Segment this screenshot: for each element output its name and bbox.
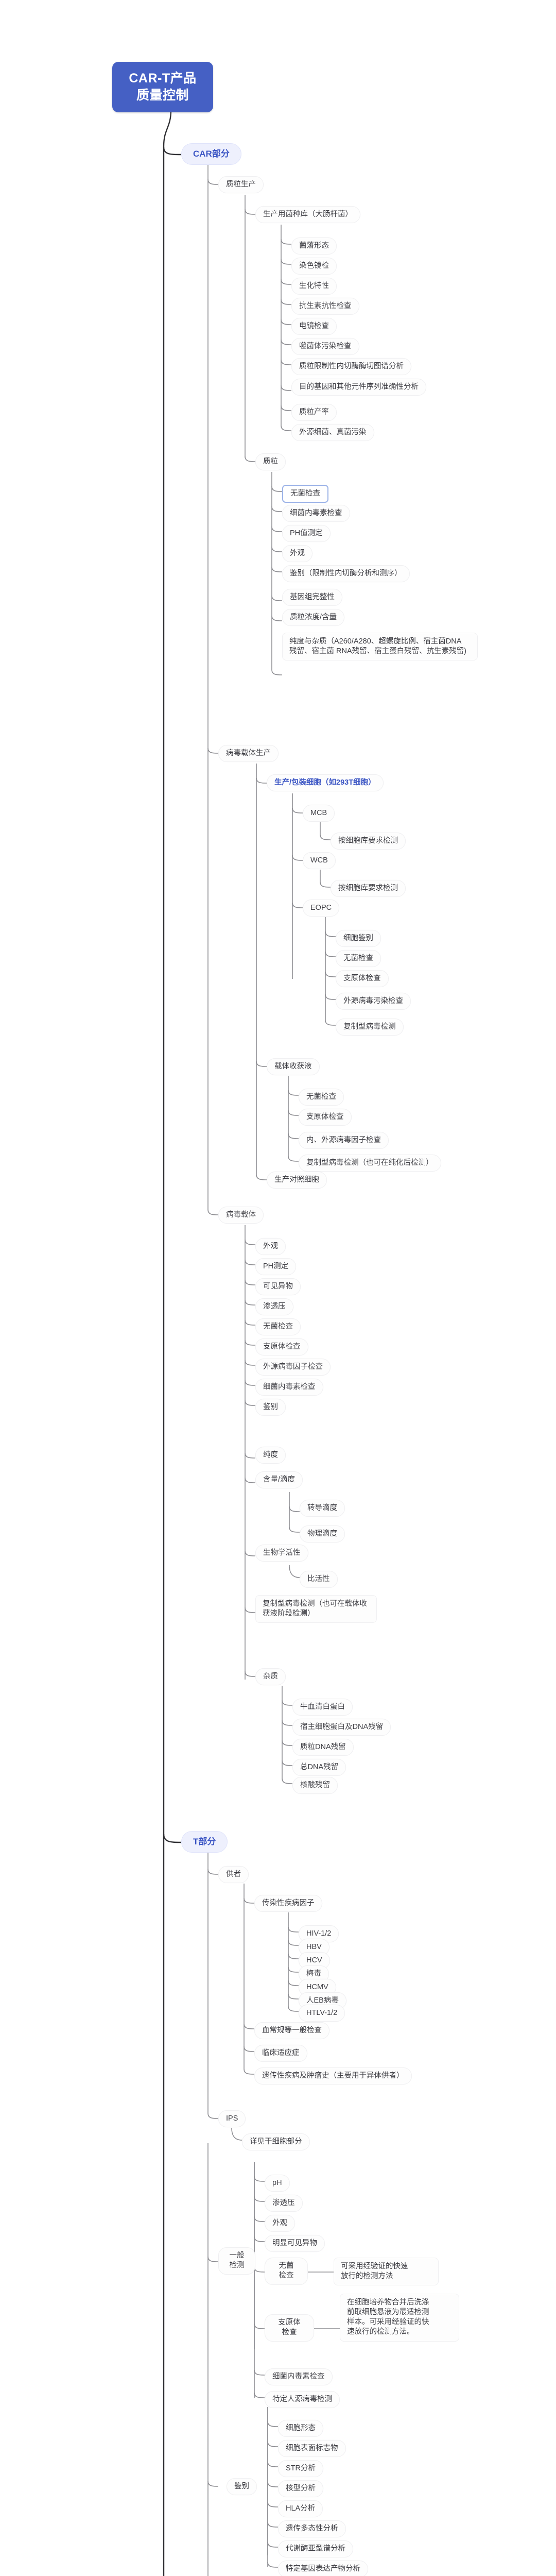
list-item[interactable]: 噬菌体污染检查 xyxy=(291,338,359,355)
node-vector-production[interactable]: 病毒载体生产 xyxy=(218,745,279,762)
list-item[interactable]: 抗生素抗性检查 xyxy=(291,298,359,315)
node-sterility-test[interactable]: 无菌 检查 xyxy=(265,2258,308,2285)
list-item[interactable]: 总DNA残留 xyxy=(292,1759,346,1776)
list-item[interactable]: 质粒限制性内切酶酶切图谱分析 xyxy=(291,358,411,376)
list-item[interactable]: 按细胞库要求检测 xyxy=(331,880,406,897)
list-item[interactable]: 质粒产率 xyxy=(291,404,337,421)
list-item[interactable]: PH值测定 xyxy=(282,525,331,543)
list-item[interactable]: STR分析 xyxy=(278,2460,323,2478)
node-identification[interactable]: 鉴别 xyxy=(227,2478,257,2496)
list-item[interactable]: 按细胞库要求检测 xyxy=(331,833,406,850)
list-item[interactable]: HLA分析 xyxy=(278,2500,323,2518)
list-item[interactable]: 无菌检查 xyxy=(336,950,381,968)
list-item[interactable]: 外观 xyxy=(282,545,312,563)
list-item[interactable]: 支原体检查 xyxy=(255,1338,308,1356)
node-mcb[interactable]: MCB xyxy=(303,805,335,822)
node-viral-vector[interactable]: 病毒载体 xyxy=(218,1207,264,1224)
list-item[interactable]: PH测定 xyxy=(255,1258,297,1276)
list-item[interactable]: 转导滴度 xyxy=(300,1500,345,1517)
list-item[interactable]: 质粒DNA残留 xyxy=(292,1739,354,1756)
list-item[interactable]: 复制型病毒检测 xyxy=(336,1019,404,1036)
list-item[interactable]: 电镜检查 xyxy=(291,318,337,335)
node-ips[interactable]: IPS xyxy=(218,2110,246,2128)
list-item[interactable]: 特定人源病毒检测 xyxy=(265,2391,340,2409)
list-item[interactable]: 外观 xyxy=(255,1238,286,1256)
list-item[interactable]: 细菌内毒素检查 xyxy=(255,1379,323,1396)
list-item[interactable]: 目的基因和其他元件序列准确性分析 xyxy=(291,379,426,396)
node-vector-impurity[interactable]: 杂质 xyxy=(255,1668,286,1686)
list-item[interactable]: 支原体检查 xyxy=(299,1109,352,1126)
list-item[interactable]: 染色镜检 xyxy=(291,258,337,275)
list-item[interactable]: 外源病毒因子检查 xyxy=(255,1359,331,1376)
list-item[interactable]: pH xyxy=(265,2175,290,2192)
list-item[interactable]: 详见干细胞部分 xyxy=(242,2133,310,2151)
list-item[interactable]: 内、外源病毒因子检查 xyxy=(299,1132,389,1149)
node-mycoplasma-test[interactable]: 支原体 检查 xyxy=(265,2314,314,2342)
list-item[interactable]: 细菌内毒素检查 xyxy=(265,2368,333,2386)
list-item[interactable]: 遗传性疾病及肿瘤史（主要用于异体供者） xyxy=(254,2067,412,2085)
list-item[interactable]: 渗透压 xyxy=(265,2195,303,2212)
node-general-test[interactable]: 一般 检测 xyxy=(218,2247,255,2275)
list-item[interactable]: 基因组完整性 xyxy=(282,589,342,606)
branch-t-part[interactable]: T部分 xyxy=(181,1831,228,1853)
node-packaging-cell[interactable]: 生产/包装细胞（如293T细胞） xyxy=(267,774,384,792)
list-item[interactable]: 牛血清白蛋白 xyxy=(292,1699,353,1716)
node-bioactivity[interactable]: 生物学活性 xyxy=(255,1545,308,1562)
list-item[interactable]: 核酸残留 xyxy=(292,1777,338,1794)
node-wcb[interactable]: WCB xyxy=(303,852,336,870)
list-item[interactable]: 临床适应症 xyxy=(254,2045,307,2062)
list-item[interactable]: 代谢酶亚型谱分析 xyxy=(278,2540,353,2558)
list-item[interactable]: 生化特性 xyxy=(291,278,337,295)
node-plasmid[interactable]: 质粒 xyxy=(255,453,286,471)
list-item-selected[interactable]: 无菌检查 xyxy=(282,485,328,503)
list-item[interactable]: 支原体检查 xyxy=(336,970,389,988)
node-harvest[interactable]: 载体收获液 xyxy=(267,1058,320,1076)
list-item[interactable]: 特定基因表达产物分析 xyxy=(278,2561,368,2576)
list-item[interactable]: 鉴别 xyxy=(255,1399,286,1416)
list-item[interactable]: 外源细菌、真菌污染 xyxy=(291,424,374,442)
node-control-cell[interactable]: 生产对照细胞 xyxy=(267,1172,327,1189)
node-titer[interactable]: 含量/滴度 xyxy=(255,1471,303,1489)
list-item[interactable]: 菌落形态 xyxy=(291,238,337,255)
list-item[interactable]: 细胞形态 xyxy=(278,2420,323,2437)
note-sterility: 可采用经验证的快速 放行的检测方法 xyxy=(334,2258,439,2286)
list-item[interactable]: 纯度与杂质（A260/A280、超螺旋比例、宿主菌DNA 残留、宿主菌 RNA残… xyxy=(282,633,478,661)
list-item[interactable]: 渗透压 xyxy=(255,1298,293,1316)
list-item[interactable]: 可见异物 xyxy=(255,1278,301,1296)
list-item[interactable]: 鉴别（限制性内切酶分析和测序） xyxy=(282,565,410,583)
branch-car-part[interactable]: CAR部分 xyxy=(181,143,241,165)
list-item[interactable]: 细菌内毒素检查 xyxy=(282,505,350,522)
node-rcr-vector[interactable]: 复制型病毒检测（也可在载体收获液阶段检测） xyxy=(255,1595,377,1623)
node-strain-bank[interactable]: 生产用菌种库（大肠杆菌） xyxy=(255,206,360,224)
list-item[interactable]: 血常规等一般检查 xyxy=(254,2022,329,2040)
list-item[interactable]: 质粒浓度/含量 xyxy=(282,609,345,626)
list-item[interactable]: 物理滴度 xyxy=(300,1526,345,1543)
note-mycoplasma: 在细胞培养物合并后洗涤 前取细胞悬液为最适检测 样本。可采用经验证的快 速放行的… xyxy=(340,2294,459,2342)
list-item[interactable]: 比活性 xyxy=(300,1571,338,1588)
list-item[interactable]: 复制型病毒检测（也可在纯化后检测） xyxy=(299,1155,441,1172)
list-item[interactable]: 外源病毒污染检查 xyxy=(336,993,411,1010)
list-item[interactable]: 外观 xyxy=(265,2215,295,2232)
list-item[interactable]: 明显可见异物 xyxy=(265,2235,325,2252)
node-plasmid-production[interactable]: 质粒生产 xyxy=(218,176,264,194)
root-node[interactable]: CAR-T产品 质量控制 xyxy=(112,62,213,112)
node-eopc[interactable]: EOPC xyxy=(303,900,340,917)
list-item[interactable]: 遗传多态性分析 xyxy=(278,2520,346,2538)
list-item[interactable]: HTLV-1/2 xyxy=(299,2005,345,2022)
list-item[interactable]: 核型分析 xyxy=(278,2480,323,2498)
list-item[interactable]: 无菌检查 xyxy=(299,1089,344,1106)
list-item[interactable]: 细胞鉴别 xyxy=(336,930,381,947)
node-donor[interactable]: 供者 xyxy=(218,1866,249,1884)
node-infectious-agents[interactable]: 传染性疾病因子 xyxy=(254,1895,322,1912)
list-item[interactable]: 无菌检查 xyxy=(255,1318,301,1336)
list-item[interactable]: 细胞表面标志物 xyxy=(278,2440,346,2458)
list-item[interactable]: 纯度 xyxy=(255,1447,286,1464)
list-item[interactable]: 宿主细胞蛋白及DNA残留 xyxy=(292,1719,391,1736)
